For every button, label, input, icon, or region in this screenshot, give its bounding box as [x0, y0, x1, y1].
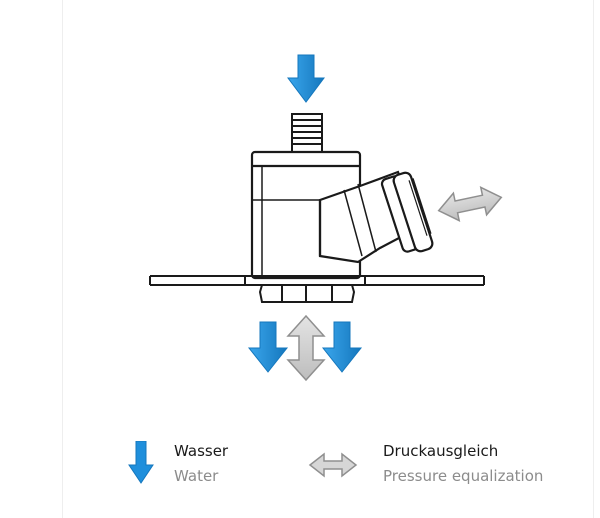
water-outlet-arrow-left — [247, 321, 289, 373]
double-arrow-icon — [308, 452, 358, 478]
legend-water-label-de: Wasser — [174, 442, 229, 460]
water-outlet-arrow-right — [321, 321, 363, 373]
legend-pressure-label-de: Druckausgleich — [383, 442, 499, 460]
legend-water-label-en: Water — [174, 467, 219, 485]
pressure-arrow-vertical — [286, 314, 326, 382]
threaded-nipple — [291, 113, 323, 153]
arrow-down-icon — [128, 441, 154, 484]
legend-pressure-label-en: Pressure equalization — [383, 467, 544, 485]
water-inlet-arrow — [287, 54, 325, 103]
valve-diagram — [149, 54, 503, 382]
hex-nut — [258, 284, 356, 303]
pressure-arrow-side — [437, 186, 503, 222]
image-frame — [62, 0, 594, 518]
side-fitting — [318, 170, 434, 264]
